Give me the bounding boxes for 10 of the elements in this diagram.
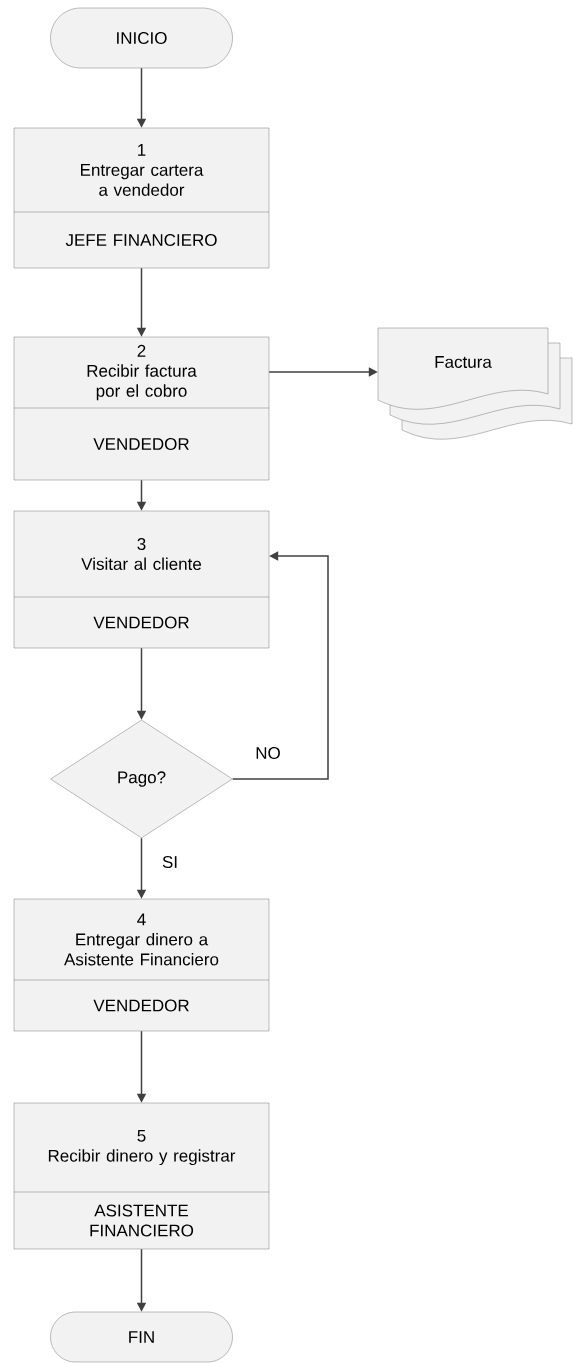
- process-box: 3 Visitar al cliente VENDEDOR: [13, 510, 270, 649]
- document-stack: Factura: [377, 327, 573, 440]
- edge-label: SI: [160, 855, 180, 870]
- arrow: [231, 551, 329, 780]
- terminal-oval: FIN: [50, 1311, 233, 1363]
- process-box: 2 Recibir factura por el cobro VENDEDOR: [13, 336, 270, 481]
- process-box: 1 Entregar cartera a vendedor JEFE FINANCIERO: [13, 127, 270, 269]
- edge-label: NO: [254, 746, 282, 761]
- process-box: 4 Entregar dinero a Asistente Financiero VENDEDOR: [13, 898, 270, 1032]
- process-box: 5 Recibir dinero y registrar ASISTENTE FINANCIERO: [13, 1102, 270, 1250]
